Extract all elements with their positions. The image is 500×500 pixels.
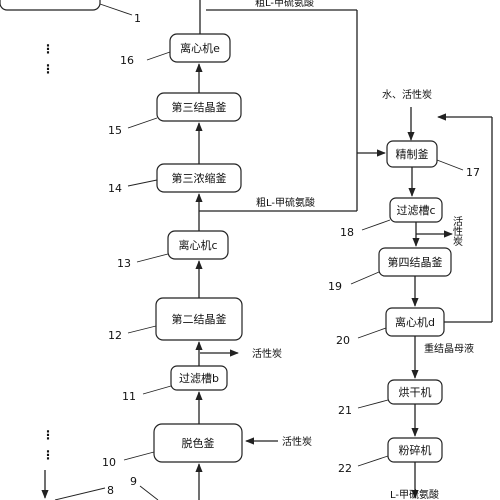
number-20: 20 (336, 334, 350, 347)
number-14: 14 (108, 182, 122, 195)
leader-10 (123, 451, 155, 461)
number-19: 19 (328, 280, 342, 293)
node-15-label: 第三结晶釜 (172, 100, 227, 114)
node-11-label: 过滤槽b (179, 372, 219, 385)
node-10-box (153, 423, 243, 463)
leader-19 (350, 271, 380, 285)
number-12: 12 (108, 329, 122, 342)
number-8: 8 (107, 484, 114, 497)
number-9: 9 (130, 475, 137, 488)
label-carbon-10: 活性炭 (282, 435, 312, 448)
number-17: 17 (466, 166, 480, 179)
leader-12 (127, 325, 157, 334)
number-21: 21 (338, 404, 352, 417)
node-13-label: 离心机c (178, 238, 217, 252)
node-20-label: 离心机d (395, 315, 435, 329)
leader-21 (357, 399, 389, 409)
ellipsis-bottom-left-b: ⋮ (42, 448, 54, 462)
leader-15 (127, 117, 158, 129)
node-12-label: 第二结晶釜 (172, 312, 227, 326)
number-11: 11 (122, 390, 136, 403)
node-17-label: 精制釜 (396, 147, 429, 161)
node-18-label: 过滤槽c (396, 204, 435, 217)
number-22: 22 (338, 462, 352, 475)
label-carbon-18: 活性炭 (451, 216, 463, 247)
node-16-label: 离心机e (180, 41, 220, 55)
node-21-label: 烘干机 (399, 385, 432, 399)
leader-1 (99, 3, 133, 16)
leader-14 (127, 179, 158, 187)
number-15: 15 (108, 124, 122, 137)
unit-1-box (0, 0, 101, 11)
ellipsis-bottom-left-a: ⋮ (42, 428, 54, 442)
node-10-label: 脱色釜 (182, 436, 215, 450)
node-13-box (167, 230, 229, 260)
number-13: 13 (117, 257, 131, 270)
node-19-label: 第四结晶釜 (388, 255, 443, 269)
leader-9 (139, 485, 159, 500)
leader-22 (357, 455, 389, 467)
label-bottom-product: L-甲硫氨酸 (390, 488, 439, 500)
number-1: 1 (134, 12, 141, 25)
number-18: 18 (340, 226, 354, 239)
leader-17 (436, 159, 464, 171)
number-10: 10 (102, 456, 116, 469)
label-mother-liquor: 重结晶母液 (424, 342, 474, 355)
leader-11 (142, 385, 172, 395)
node-22-label: 粉碎机 (399, 443, 432, 457)
label-water-carbon: 水、活性炭 (382, 88, 432, 101)
leader-20 (357, 327, 387, 339)
ellipsis-top-left-b: ⋮ (42, 62, 54, 76)
ellipsis-top-left-a: ⋮ (42, 42, 54, 56)
label-mid-product: 粗L-甲硫氨酸 (256, 196, 315, 209)
leader-8 (54, 487, 106, 500)
node-14-label: 第三浓缩釜 (172, 171, 227, 185)
leader-18 (361, 219, 391, 231)
number-16: 16 (120, 54, 134, 67)
label-carbon-11: 活性炭 (252, 347, 282, 360)
leader-13 (136, 253, 169, 263)
label-top-product: 粗L-甲硫氨酸 (255, 0, 314, 9)
leader-16 (146, 51, 171, 61)
